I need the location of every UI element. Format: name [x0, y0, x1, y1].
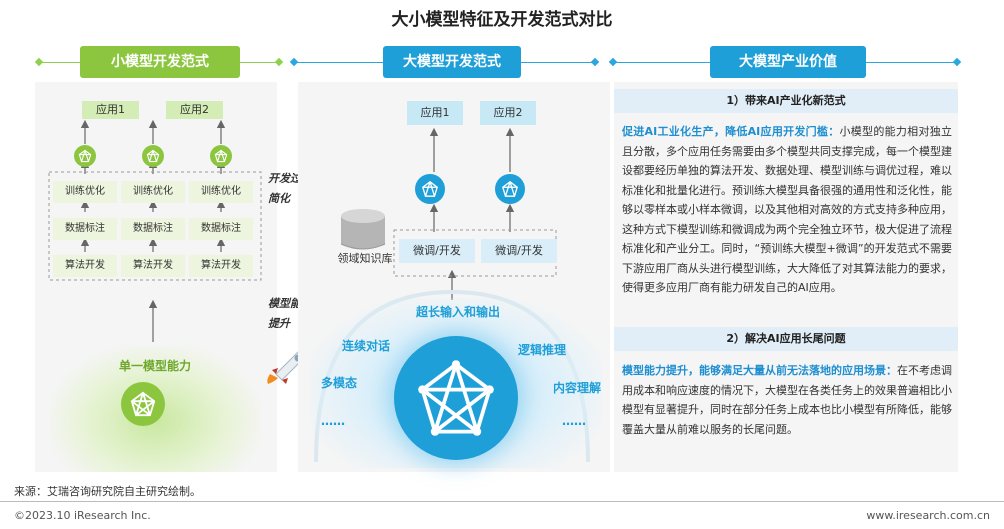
- website-link[interactable]: www.iresearch.com.cn: [866, 509, 990, 522]
- section-2-text: 在不考虑调用成本和响应速度的情况下，大模型在各类任务上的效果普遍相比小模型有显著…: [622, 364, 952, 436]
- footer-divider: [0, 501, 1004, 502]
- large-model-header: 大模型开发范式: [383, 46, 521, 78]
- section-2-lead: 模型能力提升，能够满足大量从前无法落地的应用场景：: [622, 364, 897, 377]
- database-icon: [340, 209, 386, 250]
- network-icon: [422, 180, 438, 197]
- knowledge-base-label: 领域知识库: [337, 252, 393, 265]
- industry-value-header: 大模型产业价值: [710, 46, 866, 78]
- network-icon: [146, 149, 160, 163]
- network-icon: [418, 360, 494, 436]
- copyright: ©2023.10 iResearch Inc.: [14, 509, 151, 522]
- divider-diamond: [952, 57, 962, 67]
- divider-diamond: [274, 57, 284, 67]
- section-1-body: 促进AI工业化生产，降低AI应用开发门槛：小模型的能力相对独立且分散，多个应用任…: [622, 122, 952, 298]
- finetune-box-1: 微调/开发: [399, 239, 475, 263]
- left-row-algo-1: 算法开发: [53, 255, 117, 277]
- left-row-algo-3: 算法开发: [189, 255, 253, 277]
- small-model-node-1: [74, 145, 96, 167]
- left-app-2: 应用2: [166, 101, 223, 119]
- section-1-lead: 促进AI工业化生产，降低AI应用开发门槛：: [622, 125, 840, 138]
- section-2-title: 2）解决AI应用长尾问题: [614, 327, 958, 351]
- source-note: 来源：艾瑞咨询研究院自主研究绘制。: [14, 485, 201, 498]
- mid-app-2: 应用2: [480, 101, 536, 125]
- left-app-1: 应用1: [82, 101, 139, 119]
- single-model-label: 单一模型能力: [118, 359, 191, 373]
- left-row-train-1: 训练优化: [53, 181, 117, 203]
- left-row-train-3: 训练优化: [189, 181, 253, 203]
- network-icon: [502, 180, 518, 197]
- network-icon: [78, 149, 92, 163]
- large-model-node-1: [415, 174, 445, 204]
- section-1-title: 1）带来AI产业化新范式: [614, 89, 958, 113]
- network-icon: [214, 149, 228, 163]
- cap-multimodal: 多模态: [321, 376, 358, 390]
- left-row-train-2: 训练优化: [121, 181, 185, 203]
- left-row-algo-2: 算法开发: [121, 255, 185, 277]
- cap-more-left: ……: [321, 414, 345, 428]
- small-model-node-3: [210, 145, 232, 167]
- single-model-node: [121, 382, 165, 426]
- page-title: 大小模型特征及开发范式对比: [391, 10, 613, 30]
- cap-understanding: 内容理解: [553, 381, 602, 395]
- left-row-label-2: 数据标注: [121, 218, 185, 240]
- small-model-header: 小模型开发范式: [80, 46, 240, 78]
- cap-dialogue: 连续对话: [342, 339, 391, 353]
- large-model-core-node: [394, 336, 518, 460]
- large-model-node-2: [495, 174, 525, 204]
- left-row-label-3: 数据标注: [189, 218, 253, 240]
- cap-reasoning: 逻辑推理: [518, 343, 567, 357]
- mid-app-1: 应用1: [407, 101, 463, 125]
- section-1-text: 小模型的能力相对独立且分散，多个应用任务需要由多个模型共同支撑完成，每一个模型建…: [622, 125, 953, 294]
- small-model-node-2: [142, 145, 164, 167]
- left-row-label-1: 数据标注: [53, 218, 117, 240]
- finetune-box-2: 微调/开发: [481, 239, 557, 263]
- cap-more-right: ……: [562, 414, 586, 428]
- left-connectors: [48, 119, 262, 342]
- network-icon: [130, 391, 156, 417]
- divider-diamond: [590, 57, 600, 67]
- industry-value-panel: [614, 82, 958, 472]
- section-2-body: 模型能力提升，能够满足大量从前无法落地的应用场景：在不考虑调用成本和响应速度的情…: [622, 361, 952, 439]
- cap-long-io: 超长输入和输出: [415, 305, 500, 319]
